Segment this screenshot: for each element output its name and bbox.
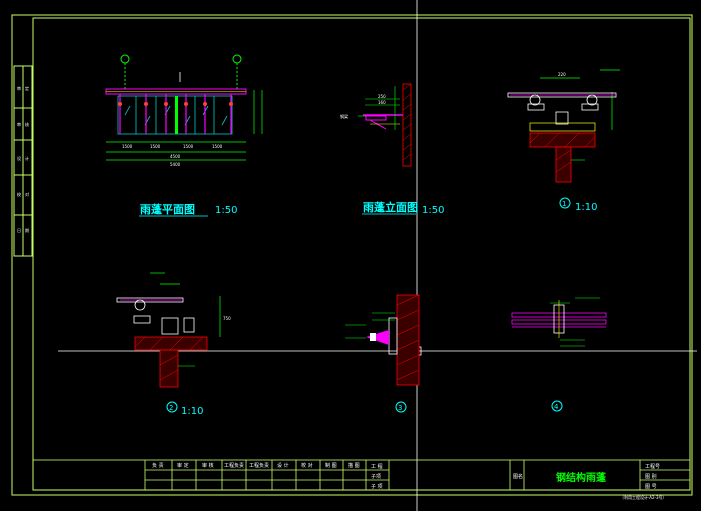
svg-text:图 别: 图 别 — [645, 473, 657, 480]
svg-text:250: 250 — [378, 94, 386, 99]
svg-text:制 图: 制 图 — [325, 462, 337, 469]
svg-text:对: 对 — [25, 191, 29, 197]
svg-text:定: 定 — [25, 85, 29, 91]
title-block-right: 工程号 图 别 图 号 — [645, 463, 660, 490]
svg-text:1500: 1500 — [122, 144, 133, 149]
svg-text:1500: 1500 — [183, 144, 194, 149]
plan-title: 雨蓬平面图 — [140, 202, 195, 216]
svg-text:负 责: 负 责 — [152, 462, 164, 469]
title-block-side-label: 图名 — [513, 473, 523, 480]
svg-text:校: 校 — [17, 191, 21, 197]
svg-text:图 号: 图 号 — [645, 484, 657, 490]
elevation-view: 250 160 钢梁 — [340, 83, 412, 167]
svg-text:工程负责: 工程负责 — [249, 462, 269, 469]
svg-text:审 核: 审 核 — [202, 462, 214, 469]
detail-1-label: 1 1:10 — [559, 197, 597, 213]
svg-text:设: 设 — [17, 155, 21, 161]
svg-text:日: 日 — [17, 228, 21, 233]
detail-3-label: 3 — [395, 401, 407, 413]
svg-text:4: 4 — [554, 403, 559, 411]
svg-text:160: 160 — [378, 100, 386, 105]
svg-text:1500: 1500 — [212, 144, 223, 149]
detail-4-label: 4 — [551, 400, 563, 412]
detail-2: 750 — [116, 272, 231, 388]
svg-text:校 对: 校 对 — [301, 462, 313, 469]
margin-marks: 审定 审核 设计 校对 日期 — [17, 85, 29, 233]
svg-text:审 定: 审 定 — [177, 462, 189, 469]
svg-text:审: 审 — [17, 85, 21, 91]
svg-text:5400: 5400 — [170, 162, 181, 167]
title-block — [32, 459, 691, 491]
svg-text:子项: 子项 — [371, 473, 381, 480]
svg-text:钢梁: 钢梁 — [340, 113, 348, 119]
crosshair — [58, 0, 697, 511]
title-block-mid: 工 程 子项 子 项 — [371, 463, 383, 490]
plan-scale: 1:50 — [215, 205, 237, 216]
svg-text:4500: 4500 — [170, 154, 181, 159]
elevation-scale: 1:50 — [422, 205, 444, 216]
svg-text:核: 核 — [25, 121, 29, 127]
svg-text:设 计: 设 计 — [277, 462, 289, 469]
svg-text:2: 2 — [169, 404, 173, 412]
svg-text:750: 750 — [223, 316, 231, 321]
svg-text:工程号: 工程号 — [645, 463, 660, 470]
svg-text:1500: 1500 — [150, 144, 161, 149]
detail-1-scale: 1:10 — [575, 202, 597, 213]
svg-text:审: 审 — [17, 121, 21, 127]
drawing-title: 钢结构雨蓬 — [556, 471, 607, 484]
detail-3 — [345, 294, 420, 386]
svg-text:220: 220 — [558, 72, 566, 77]
title-block-footer: （利用工程设计·A2-3号） — [620, 494, 667, 500]
svg-text:描 图: 描 图 — [348, 462, 360, 469]
plan-view: 1500 1500 1500 1500 4500 5400 — [105, 54, 263, 167]
svg-text:期: 期 — [25, 227, 29, 233]
svg-text:3: 3 — [398, 404, 402, 412]
svg-text:计: 计 — [25, 155, 29, 161]
svg-text:子 项: 子 项 — [371, 483, 383, 490]
title-block-header: 负 责 审 定 审 核 工程负责 工程负责 设 计 校 对 制 图 描 图 — [152, 462, 360, 469]
detail-1: 220 — [507, 69, 620, 183]
svg-text:1: 1 — [562, 200, 566, 208]
detail-2-label: 2 1:10 — [166, 401, 203, 417]
svg-text:工 程: 工 程 — [371, 463, 383, 470]
detail-4 — [511, 297, 607, 347]
svg-text:工程负责: 工程负责 — [224, 462, 244, 469]
detail-2-scale: 1:10 — [181, 406, 203, 417]
grid-bubbles — [120, 54, 242, 90]
drawing-frame — [11, 14, 693, 496]
elevation-title: 雨蓬立面图 — [363, 200, 418, 214]
